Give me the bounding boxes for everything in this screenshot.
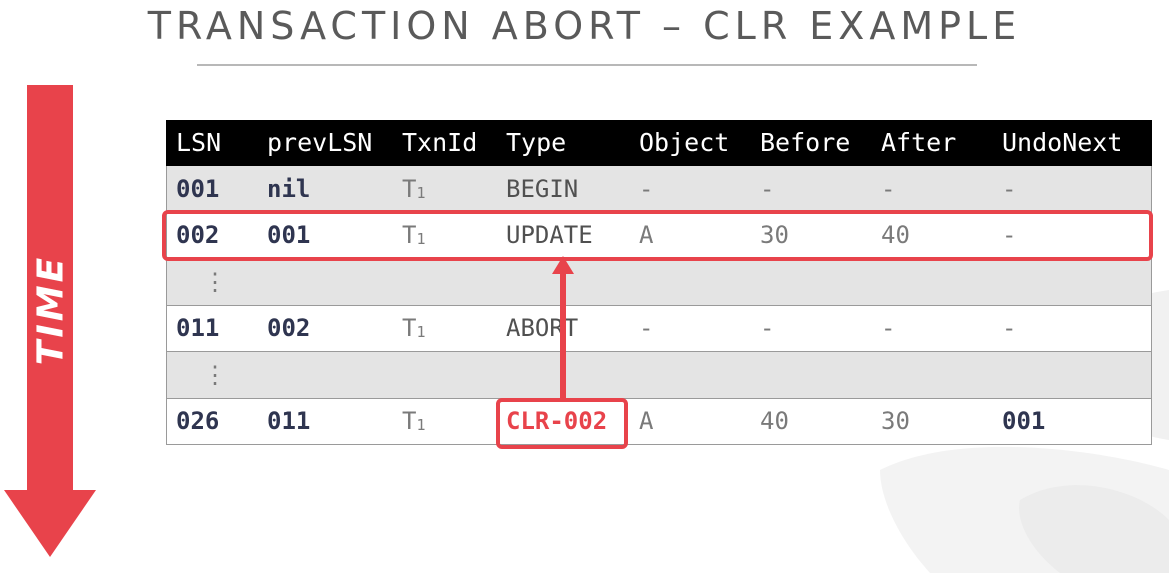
cell-prevlsn: 001 [267, 221, 311, 250]
time-axis-label: TIME [30, 254, 72, 366]
cell-object: A [639, 221, 654, 250]
cell-before: 30 [760, 221, 789, 250]
clr-to-update-arrow-icon [552, 256, 574, 402]
title-underline [197, 64, 977, 66]
cell-prevlsn: 011 [267, 407, 311, 436]
cell-type: ABORT [506, 314, 579, 343]
ellipsis-row: ⋮ [166, 352, 1152, 399]
header-type: Type [506, 128, 567, 157]
cell-lsn: 026 [176, 407, 220, 436]
header-txnid: TxnId [402, 128, 478, 157]
time-arrow-icon [4, 85, 96, 557]
cell-after: - [881, 174, 896, 203]
cell-before: 40 [760, 407, 789, 436]
cell-object: - [639, 314, 654, 343]
table-header-row: LSN prevLSN TxnId Type Object Before Aft… [166, 120, 1152, 166]
cell-undonext: - [1002, 174, 1017, 203]
update-row-highlight [162, 210, 1153, 261]
cell-prevlsn: 002 [267, 314, 311, 343]
cell-before: - [760, 174, 775, 203]
cell-prevlsn: nil [267, 174, 311, 203]
cell-type-clr: CLR-002 [506, 407, 608, 436]
vertical-ellipsis-icon: ⋮ [203, 360, 227, 389]
cell-undonext: - [1002, 221, 1017, 250]
header-prevlsn: prevLSN [267, 128, 373, 157]
header-after: After [881, 128, 957, 157]
header-before: Before [760, 128, 851, 157]
cell-undonext: 001 [1002, 407, 1046, 436]
header-object: Object [639, 128, 730, 157]
header-undonext: UndoNext [1002, 128, 1123, 157]
cell-type: BEGIN [506, 174, 579, 203]
cell-lsn: 002 [176, 221, 220, 250]
cell-after: 40 [881, 221, 910, 250]
cell-type: UPDATE [506, 221, 593, 250]
cell-lsn: 011 [176, 314, 220, 343]
slide-title: TRANSACTION ABORT – CLR EXAMPLE [147, 4, 1022, 48]
vertical-ellipsis-icon: ⋮ [203, 267, 227, 296]
cell-undonext: - [1002, 314, 1017, 343]
cell-after: - [881, 314, 896, 343]
header-lsn: LSN [176, 128, 222, 157]
log-table: LSN prevLSN TxnId Type Object Before Aft… [166, 120, 1152, 445]
ellipsis-row: ⋮ [166, 259, 1152, 306]
cell-before: - [760, 314, 775, 343]
clr-cell-highlight [496, 398, 628, 449]
cell-after: 30 [881, 407, 910, 436]
cell-lsn: 001 [176, 174, 220, 203]
cell-object: A [639, 407, 654, 436]
cell-object: - [639, 174, 654, 203]
